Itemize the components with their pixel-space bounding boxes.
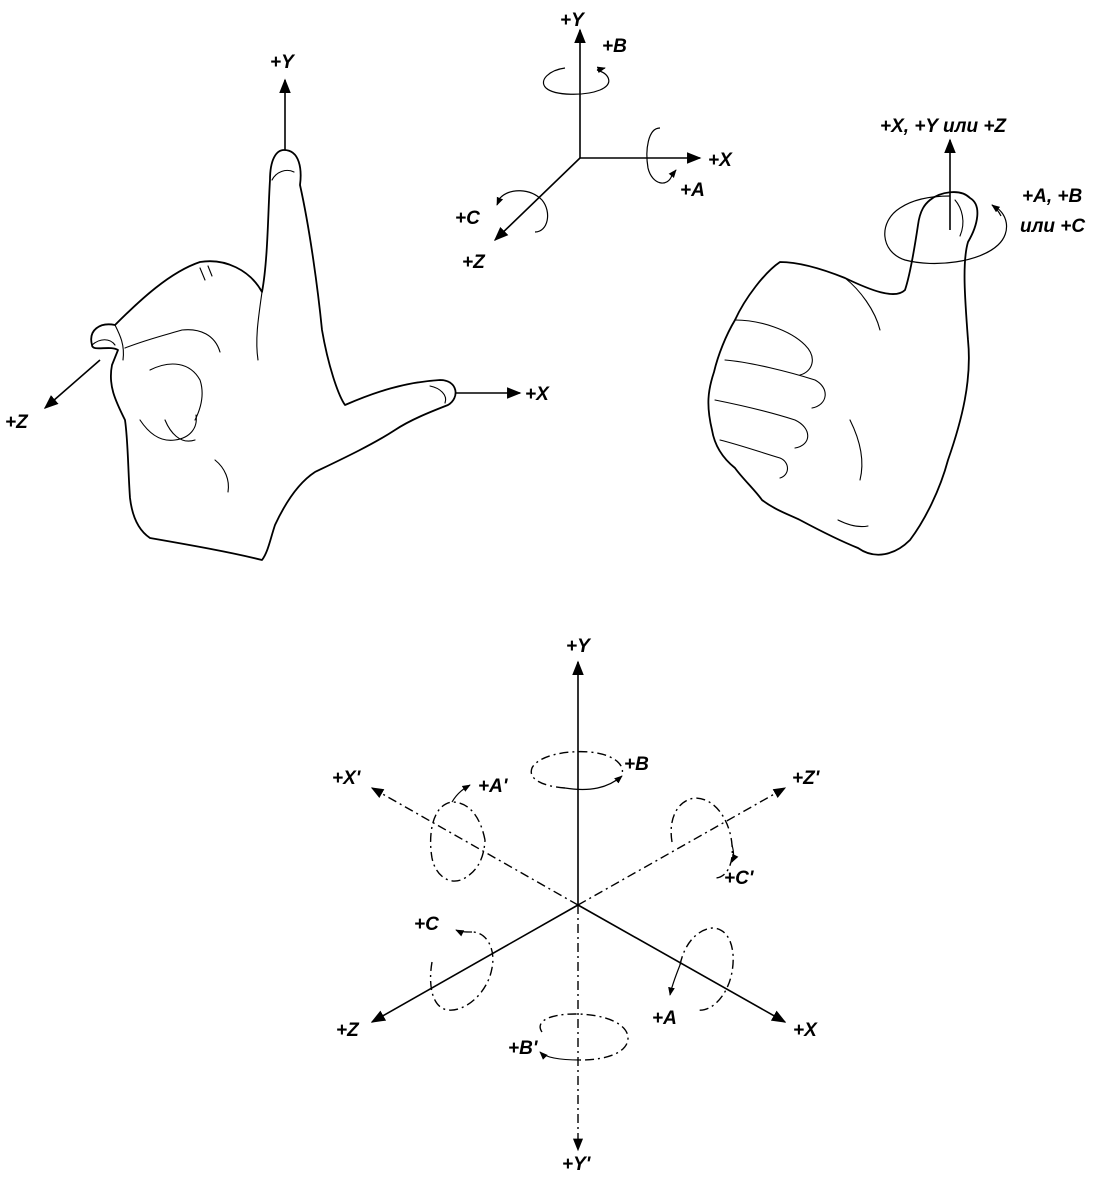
- index-nail: [91, 339, 116, 346]
- bottom-label-a-prime: +A': [478, 776, 509, 797]
- curled-finger-4: [164, 419, 196, 442]
- top-label-a: +A: [680, 180, 705, 201]
- bottom-label-x-prime: +X': [332, 768, 362, 789]
- top-label-y: +Y: [560, 10, 586, 31]
- middle-nail: [271, 169, 295, 181]
- bottom-rotation-a-prime-dashed: [429, 801, 486, 882]
- left-hand-illustration: +Y +X +Z: [5, 52, 550, 561]
- right-hand-label-rot2: или +C: [1020, 216, 1085, 237]
- bottom-rotation-a-dashed: [679, 927, 734, 1011]
- left-hand-label-z: +Z: [5, 412, 29, 433]
- left-hand-outline: [90, 149, 457, 561]
- bottom-label-c: +C: [414, 914, 439, 935]
- bottom-rotation-b-prime: [539, 1051, 581, 1061]
- bottom-x-prime-axis: [370, 787, 579, 906]
- top-axes-triad: +Y +B +X +A +C +Z: [455, 10, 733, 273]
- right-palm-crease: [849, 419, 863, 481]
- top-rotation-b-arrow: [596, 66, 606, 74]
- top-rotation-b: [542, 67, 610, 95]
- bottom-rotation-b-prime-dashed: [539, 1013, 629, 1061]
- bottom-label-c-prime: +C': [724, 868, 755, 889]
- wrist-crease: [214, 459, 229, 493]
- left-hand-label-y: +Y: [270, 52, 296, 73]
- index-finger-crease: [114, 324, 124, 361]
- bottom-z-axis: [370, 904, 579, 1023]
- bottom-label-b: +B: [624, 754, 649, 775]
- bottom-rotation-c-arrow: [455, 929, 473, 937]
- right-hand-label-rot1: +A, +B: [1022, 186, 1082, 207]
- top-label-b: +B: [602, 36, 627, 57]
- bottom-rotation-a-arrow: [668, 964, 681, 996]
- bottom-label-a: +A: [652, 1008, 677, 1029]
- bottom-rotation-c-prime-arrow: [731, 844, 739, 863]
- bottom-z-prime-axis: [577, 787, 787, 906]
- right-hand-illustration: +X, +Y или +Z +A, +B или +C: [707, 116, 1085, 556]
- top-rotation-a-arrow: [668, 169, 677, 179]
- left-hand-label-x: +X: [525, 384, 550, 405]
- bottom-label-y-prime: +Y': [562, 1154, 592, 1175]
- bottom-rotation-c-prime-dashed: [670, 797, 733, 879]
- right-hand-label-axis: +X, +Y или +Z: [880, 116, 1007, 137]
- left-hand-z-axis: [43, 359, 101, 409]
- top-label-z: +Z: [462, 252, 486, 273]
- bottom-label-b-prime: +B': [508, 1038, 539, 1059]
- right-finger-1: [734, 319, 813, 376]
- right-finger-2: [724, 359, 826, 409]
- bottom-rotation-b-dashed: [530, 750, 624, 789]
- top-label-c: +C: [455, 208, 480, 229]
- right-finger-4: [719, 439, 789, 479]
- right-finger-3: [714, 399, 809, 449]
- curled-finger-3: [139, 414, 197, 441]
- right-knuckle-crease: [844, 277, 881, 331]
- bottom-rotation-c-dashed: [429, 931, 494, 1011]
- top-rotation-a: [646, 127, 673, 184]
- bottom-label-z-prime: +Z': [792, 768, 821, 789]
- right-hand-rotation-ellipse: [884, 195, 1008, 265]
- bottom-label-y: +Y: [566, 636, 592, 657]
- bottom-label-x: +X: [793, 1020, 818, 1041]
- bottom-rotation-a-prime-arrow: [451, 784, 471, 803]
- top-rotation-c: [499, 190, 549, 233]
- palm-crease: [256, 291, 263, 361]
- curled-finger-1: [124, 329, 221, 353]
- right-wrist-crease: [837, 519, 869, 528]
- top-z-axis: [493, 157, 581, 241]
- bottom-label-z: +Z: [336, 1020, 360, 1041]
- bottom-axes-system: +Y +B +X' +A' +Z' +C' +C +Z +A +X +B' +Y…: [332, 636, 821, 1175]
- knuckle-lines: [199, 265, 213, 281]
- right-hand-outline: [707, 191, 979, 556]
- bottom-x-axis: [577, 904, 787, 1023]
- top-label-x: +X: [708, 150, 733, 171]
- curled-finger-2: [149, 363, 203, 421]
- right-thumb-nail: [954, 199, 964, 237]
- right-hand-rotation-arrow: [991, 204, 1002, 217]
- top-rotation-c-arrow: [496, 196, 504, 206]
- thumb-nail: [429, 385, 447, 404]
- bottom-rotation-b: [564, 775, 623, 791]
